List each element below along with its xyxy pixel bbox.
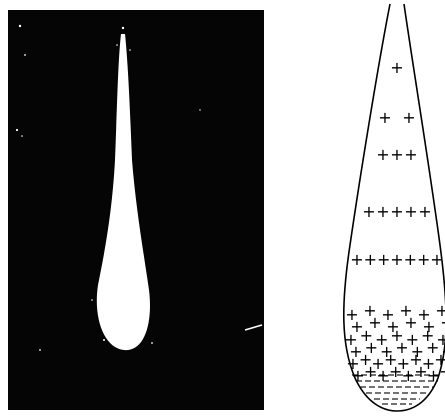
plus-sign: +	[390, 145, 403, 164]
plus-sign: +	[439, 362, 445, 381]
plus-sign: +	[377, 250, 390, 269]
plus-sign: +	[376, 145, 389, 164]
plus-signs: ++++++++++++++++++++++++++++++++++++++++…	[344, 58, 445, 385]
plus-sign: +	[364, 250, 377, 269]
plus-sign: +	[418, 202, 431, 221]
plus-sign: +	[389, 362, 402, 381]
plus-sign: +	[376, 202, 389, 221]
plus-sign: +	[364, 362, 377, 381]
plus-sign: +	[350, 250, 363, 269]
plus-sign: +	[404, 145, 417, 164]
plus-sign: +	[390, 202, 403, 221]
plus-sign: +	[414, 362, 427, 381]
plus-sign: +	[404, 202, 417, 221]
drawing-panel: ++++++++++++++++++++++++++++++++++++++++…	[344, 4, 445, 411]
plus-sign: +	[430, 250, 443, 269]
plus-sign: +	[390, 58, 403, 77]
plus-sign: +	[404, 250, 417, 269]
photo-panel	[8, 10, 264, 410]
plus-sign: +	[390, 250, 403, 269]
plus-sign: +	[402, 108, 415, 127]
plus-sign: +	[417, 250, 430, 269]
plus-sign: +	[362, 202, 375, 221]
plus-sign: +	[378, 108, 391, 127]
